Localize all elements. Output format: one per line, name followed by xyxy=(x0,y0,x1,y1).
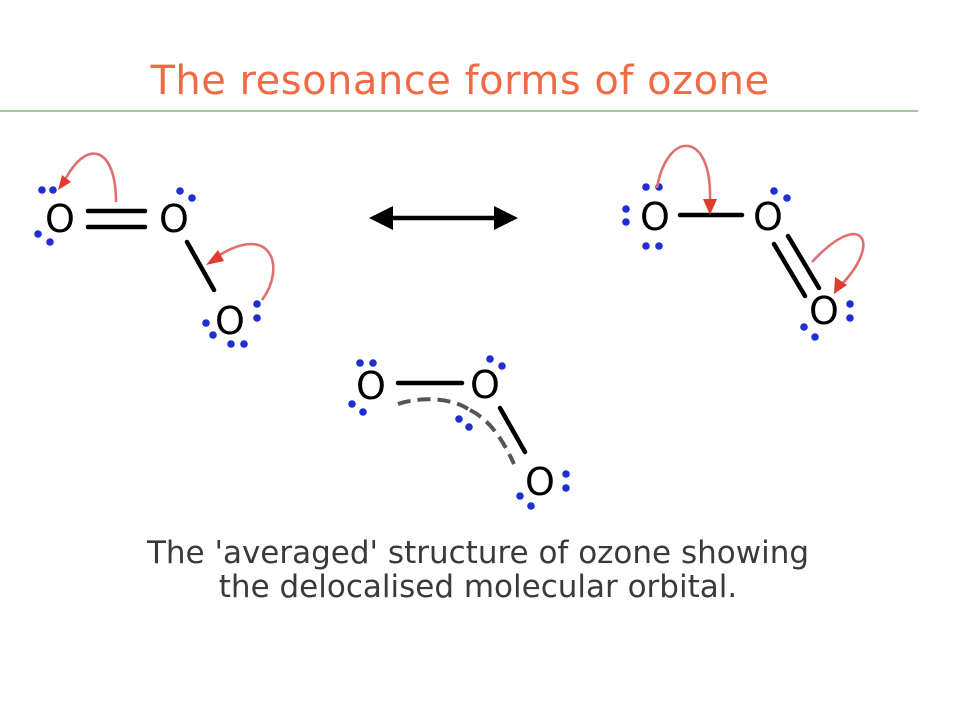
oxygen-atom: O xyxy=(809,289,839,333)
sigma-bond xyxy=(497,405,528,455)
oxygen-atom: O xyxy=(159,197,189,241)
curly-arrow xyxy=(811,232,865,294)
curly-arrow xyxy=(58,152,118,203)
caption-line-1: The 'averaged' structure of ozone showin… xyxy=(146,535,809,571)
resonance-form-right: O O O xyxy=(622,144,865,341)
lone-pair-dots xyxy=(34,186,261,348)
delocalised-bond-dashed xyxy=(397,397,470,411)
oxygen-atom: O xyxy=(215,299,245,343)
curly-arrow xyxy=(655,144,717,215)
resonance-arrow xyxy=(369,206,518,230)
title-divider xyxy=(0,110,918,112)
double-bond-line xyxy=(785,233,822,291)
oxygen-atom: O xyxy=(356,364,386,408)
curly-arrow xyxy=(206,242,275,301)
caption-line-2: the delocalised molecular orbital. xyxy=(219,569,737,605)
delocalised-bond-dashed xyxy=(469,408,516,465)
oxygen-atom: O xyxy=(470,363,500,407)
oxygen-atom: O xyxy=(45,197,75,241)
averaged-structure: O O O xyxy=(348,355,570,510)
oxygen-atom: O xyxy=(525,460,555,504)
lone-pair-dots xyxy=(348,355,570,510)
oxygen-atom: O xyxy=(753,195,783,239)
page-title: The resonance forms of ozone xyxy=(150,58,770,104)
oxygen-atom: O xyxy=(640,195,670,239)
lone-pair-dots xyxy=(622,183,854,341)
resonance-form-left: O O O xyxy=(34,152,275,348)
single-bond xyxy=(184,239,217,293)
double-bond-line xyxy=(771,241,808,299)
